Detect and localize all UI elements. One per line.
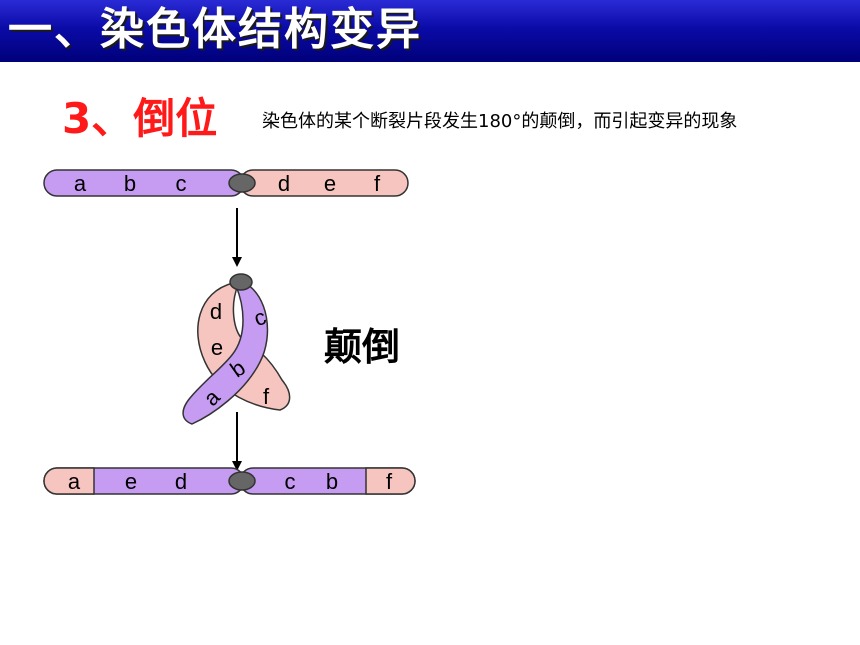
gene-label: f xyxy=(263,384,270,409)
gene-label: d xyxy=(278,171,290,196)
gene-label: b xyxy=(326,469,338,494)
gene-label: f xyxy=(386,469,393,494)
gene-label: a xyxy=(68,469,81,494)
gene-label: c xyxy=(176,171,187,196)
centromere-loop xyxy=(229,273,253,291)
title-banner: 一、染色体结构变异 xyxy=(0,0,860,62)
definition-text: 染色体的某个断裂片段发生180°的颠倒，而引起变异的现象 xyxy=(262,111,738,132)
gene-label: b xyxy=(124,171,136,196)
segment-f-pink xyxy=(365,467,416,495)
segment-a-pink xyxy=(43,467,95,495)
slide-title: 一、染色体结构变异 xyxy=(8,4,422,55)
gene-label: c xyxy=(285,469,296,494)
inversion-loop: d e c b a f xyxy=(182,273,291,425)
section-heading: 3、倒位 xyxy=(62,94,218,143)
centromere-inverted xyxy=(228,471,256,491)
gene-label: e xyxy=(324,171,336,196)
chromosome-inverted: a e d c b f xyxy=(43,467,416,495)
gene-label: d xyxy=(175,469,187,494)
gene-label: d xyxy=(210,299,222,324)
gene-label: e xyxy=(211,335,223,360)
gene-label: e xyxy=(125,469,137,494)
gene-label: a xyxy=(74,171,87,196)
chromosome-original: a b c d e f xyxy=(43,169,409,197)
loop-purple-strand xyxy=(182,282,269,425)
inversion-label: 颠倒 xyxy=(324,325,401,369)
gene-label: f xyxy=(374,171,381,196)
centromere-original xyxy=(228,173,256,193)
